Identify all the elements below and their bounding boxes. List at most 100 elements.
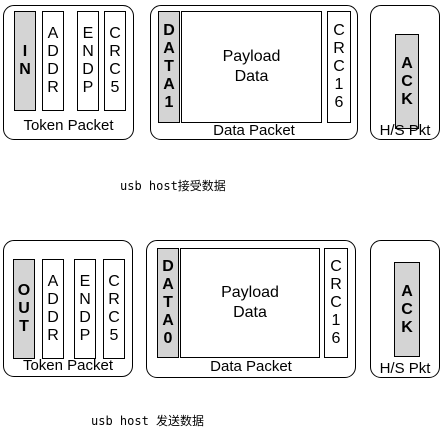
out-endp-text-char-3: P <box>79 327 91 344</box>
data1-pid-text-char-4: 1 <box>164 94 174 111</box>
receive-data-packet-label: Data Packet <box>213 122 295 139</box>
out-pid-text-char-0: O <box>17 282 31 299</box>
data1-pid-text-char-3: A <box>163 76 175 93</box>
in-addr-text-char-1: D <box>47 43 59 60</box>
out-endp-text-char-2: D <box>79 309 91 326</box>
in-crc5-text-char-3: 5 <box>110 79 120 96</box>
send-ack-text-char-2: K <box>401 318 413 336</box>
out-addr-text-char-0: A <box>47 273 59 290</box>
out-addr-text-char-1: D <box>47 291 59 308</box>
in-pid-text-char-0: I <box>22 43 28 60</box>
send-caption: usb host 发送数据 <box>91 414 205 428</box>
data0-pid-text-char-4: 0 <box>163 330 173 347</box>
data1-pid-text-char-1: A <box>163 40 175 57</box>
in-addr-text-char-2: D <box>47 61 59 78</box>
send-payload-line1: Payload <box>221 284 279 301</box>
receive-crc16-text-char-0: C <box>333 22 345 39</box>
send-crc16-text-char-2: C <box>330 294 342 311</box>
send-ack-text-char-0: A <box>401 282 413 300</box>
receive-crc16-text-char-2: C <box>333 58 345 75</box>
send-payload-text: Payload Data <box>221 283 279 323</box>
in-endp-text-char-2: D <box>82 61 94 78</box>
in-token-packet-label: Token Packet <box>23 117 114 134</box>
out-endp-text-char-0: E <box>79 273 91 290</box>
out-crc5-text-char-0: C <box>108 273 120 290</box>
out-addr-text-char-2: D <box>47 309 59 326</box>
receive-crc16-text-char-1: R <box>333 40 345 57</box>
send-payload-field: Payload Data <box>180 248 320 358</box>
data0-pid-text-char-3: A <box>162 312 174 329</box>
in-endp-text-char-0: E <box>82 25 94 42</box>
receive-payload-text: Payload Data <box>223 47 281 87</box>
receive-payload-field: Payload Data <box>181 11 322 123</box>
send-ack-text-char-1: C <box>401 300 413 318</box>
receive-ack-text-char-2: K <box>401 90 413 108</box>
in-endp-text-char-1: N <box>82 43 94 60</box>
out-crc5-text-char-3: 5 <box>109 327 119 344</box>
send-data-packet-label: Data Packet <box>210 358 292 375</box>
out-pid-text-char-1: U <box>18 300 30 317</box>
data1-pid-text-char-2: T <box>164 58 174 75</box>
in-addr-text-char-3: R <box>47 79 59 96</box>
receive-ack-text-char-1: C <box>401 72 413 90</box>
out-addr-text-char-3: R <box>47 327 59 344</box>
data0-pid-text-char-1: A <box>162 276 174 293</box>
send-crc16-text-char-1: R <box>330 276 342 293</box>
receive-payload-line2: Data <box>234 68 269 85</box>
in-endp-text-char-3: P <box>82 79 94 96</box>
out-crc5-text-char-1: R <box>108 291 120 308</box>
out-pid-text-char-2: T <box>19 318 29 335</box>
data0-pid-text-char-2: T <box>163 294 173 311</box>
receive-payload-line1: Payload <box>222 48 281 65</box>
receive-crc16-text-char-4: 6 <box>334 94 344 111</box>
in-crc5-text-char-1: R <box>109 43 121 60</box>
in-pid-text-char-1: N <box>19 61 31 78</box>
in-crc5-text-char-0: C <box>109 25 121 42</box>
out-token-packet-label: Token Packet <box>22 357 114 374</box>
receive-ack-text-char-0: A <box>401 54 413 72</box>
data0-pid-text-char-0: D <box>162 258 174 275</box>
send-crc16-text-char-3: 1 <box>331 312 341 329</box>
send-crc16-text-char-4: 6 <box>331 330 341 347</box>
receive-handshake-label: H/S Pkt <box>379 122 431 139</box>
data1-pid-text-char-0: D <box>163 22 175 39</box>
in-addr-text-char-0: A <box>47 25 59 42</box>
send-handshake-label: H/S Pkt <box>379 360 431 377</box>
receive-crc16-text-char-3: 1 <box>334 76 344 93</box>
out-crc5-text-char-2: C <box>108 309 120 326</box>
send-crc16-text-char-0: C <box>330 258 342 275</box>
out-endp-text-char-1: N <box>79 291 91 308</box>
